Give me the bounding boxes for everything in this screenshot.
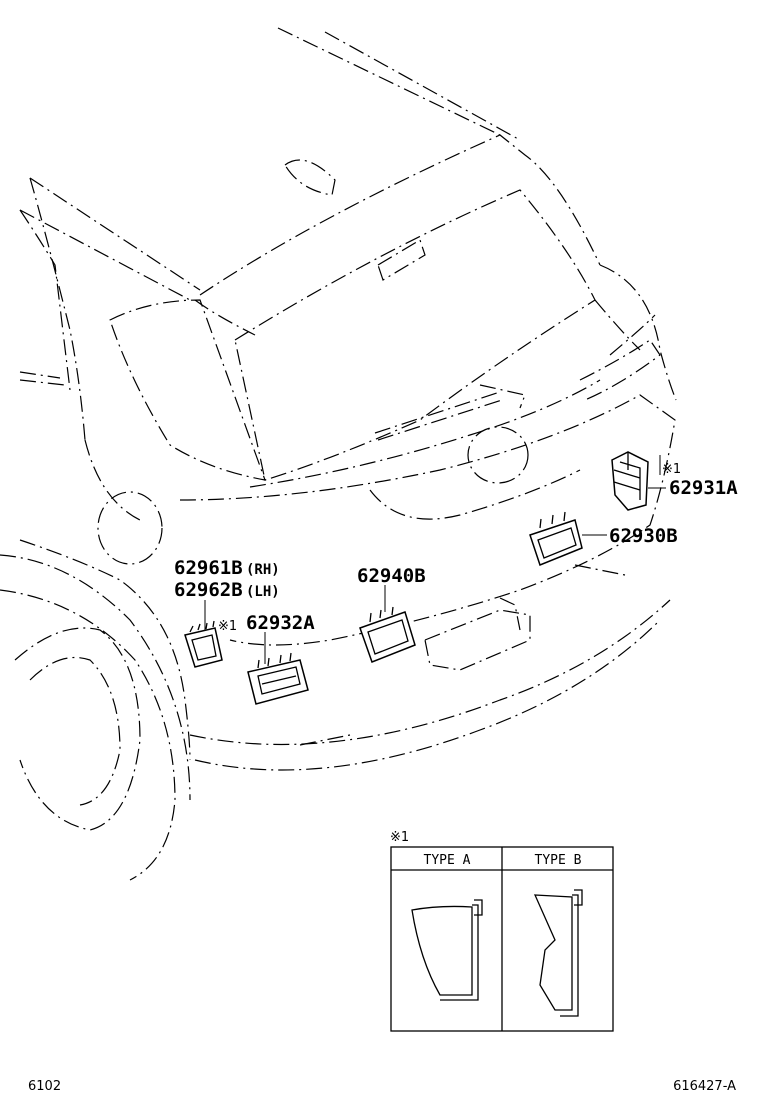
vehicle-outline <box>0 27 677 881</box>
label-62961b-side: (RH) <box>246 562 280 578</box>
note-mark-62931a: ※1 <box>662 462 681 477</box>
label-62962b: 62962B <box>174 579 243 601</box>
part-62961b[interactable] <box>184 620 223 668</box>
inset-header-type-b: TYPE B <box>535 853 582 868</box>
label-62962b-side: (LH) <box>246 584 280 600</box>
part-62940b[interactable] <box>359 606 416 663</box>
label-62961b: 62961B <box>174 557 243 579</box>
note-mark-62961b: ※1 <box>218 619 237 634</box>
inset-table: ※1 TYPE A TYPE B <box>390 830 614 1032</box>
part-62930b[interactable] <box>529 511 583 566</box>
label-62930b: 62930B <box>609 525 678 547</box>
label-62932a: 62932A <box>246 612 315 634</box>
inset-header-type-a: TYPE A <box>424 853 471 868</box>
footer-right-code: 616427-A <box>673 1079 736 1094</box>
label-62940b: 62940B <box>357 565 426 587</box>
type-a-sketch <box>411 899 483 1001</box>
label-62931a: 62931A <box>669 477 738 499</box>
part-62932a[interactable] <box>247 652 309 705</box>
type-b-sketch <box>533 889 583 1017</box>
footer-left-code: 6102 <box>28 1079 61 1094</box>
part-62931a[interactable] <box>611 451 649 511</box>
leader-lines <box>204 455 666 664</box>
inset-note: ※1 <box>390 830 409 845</box>
